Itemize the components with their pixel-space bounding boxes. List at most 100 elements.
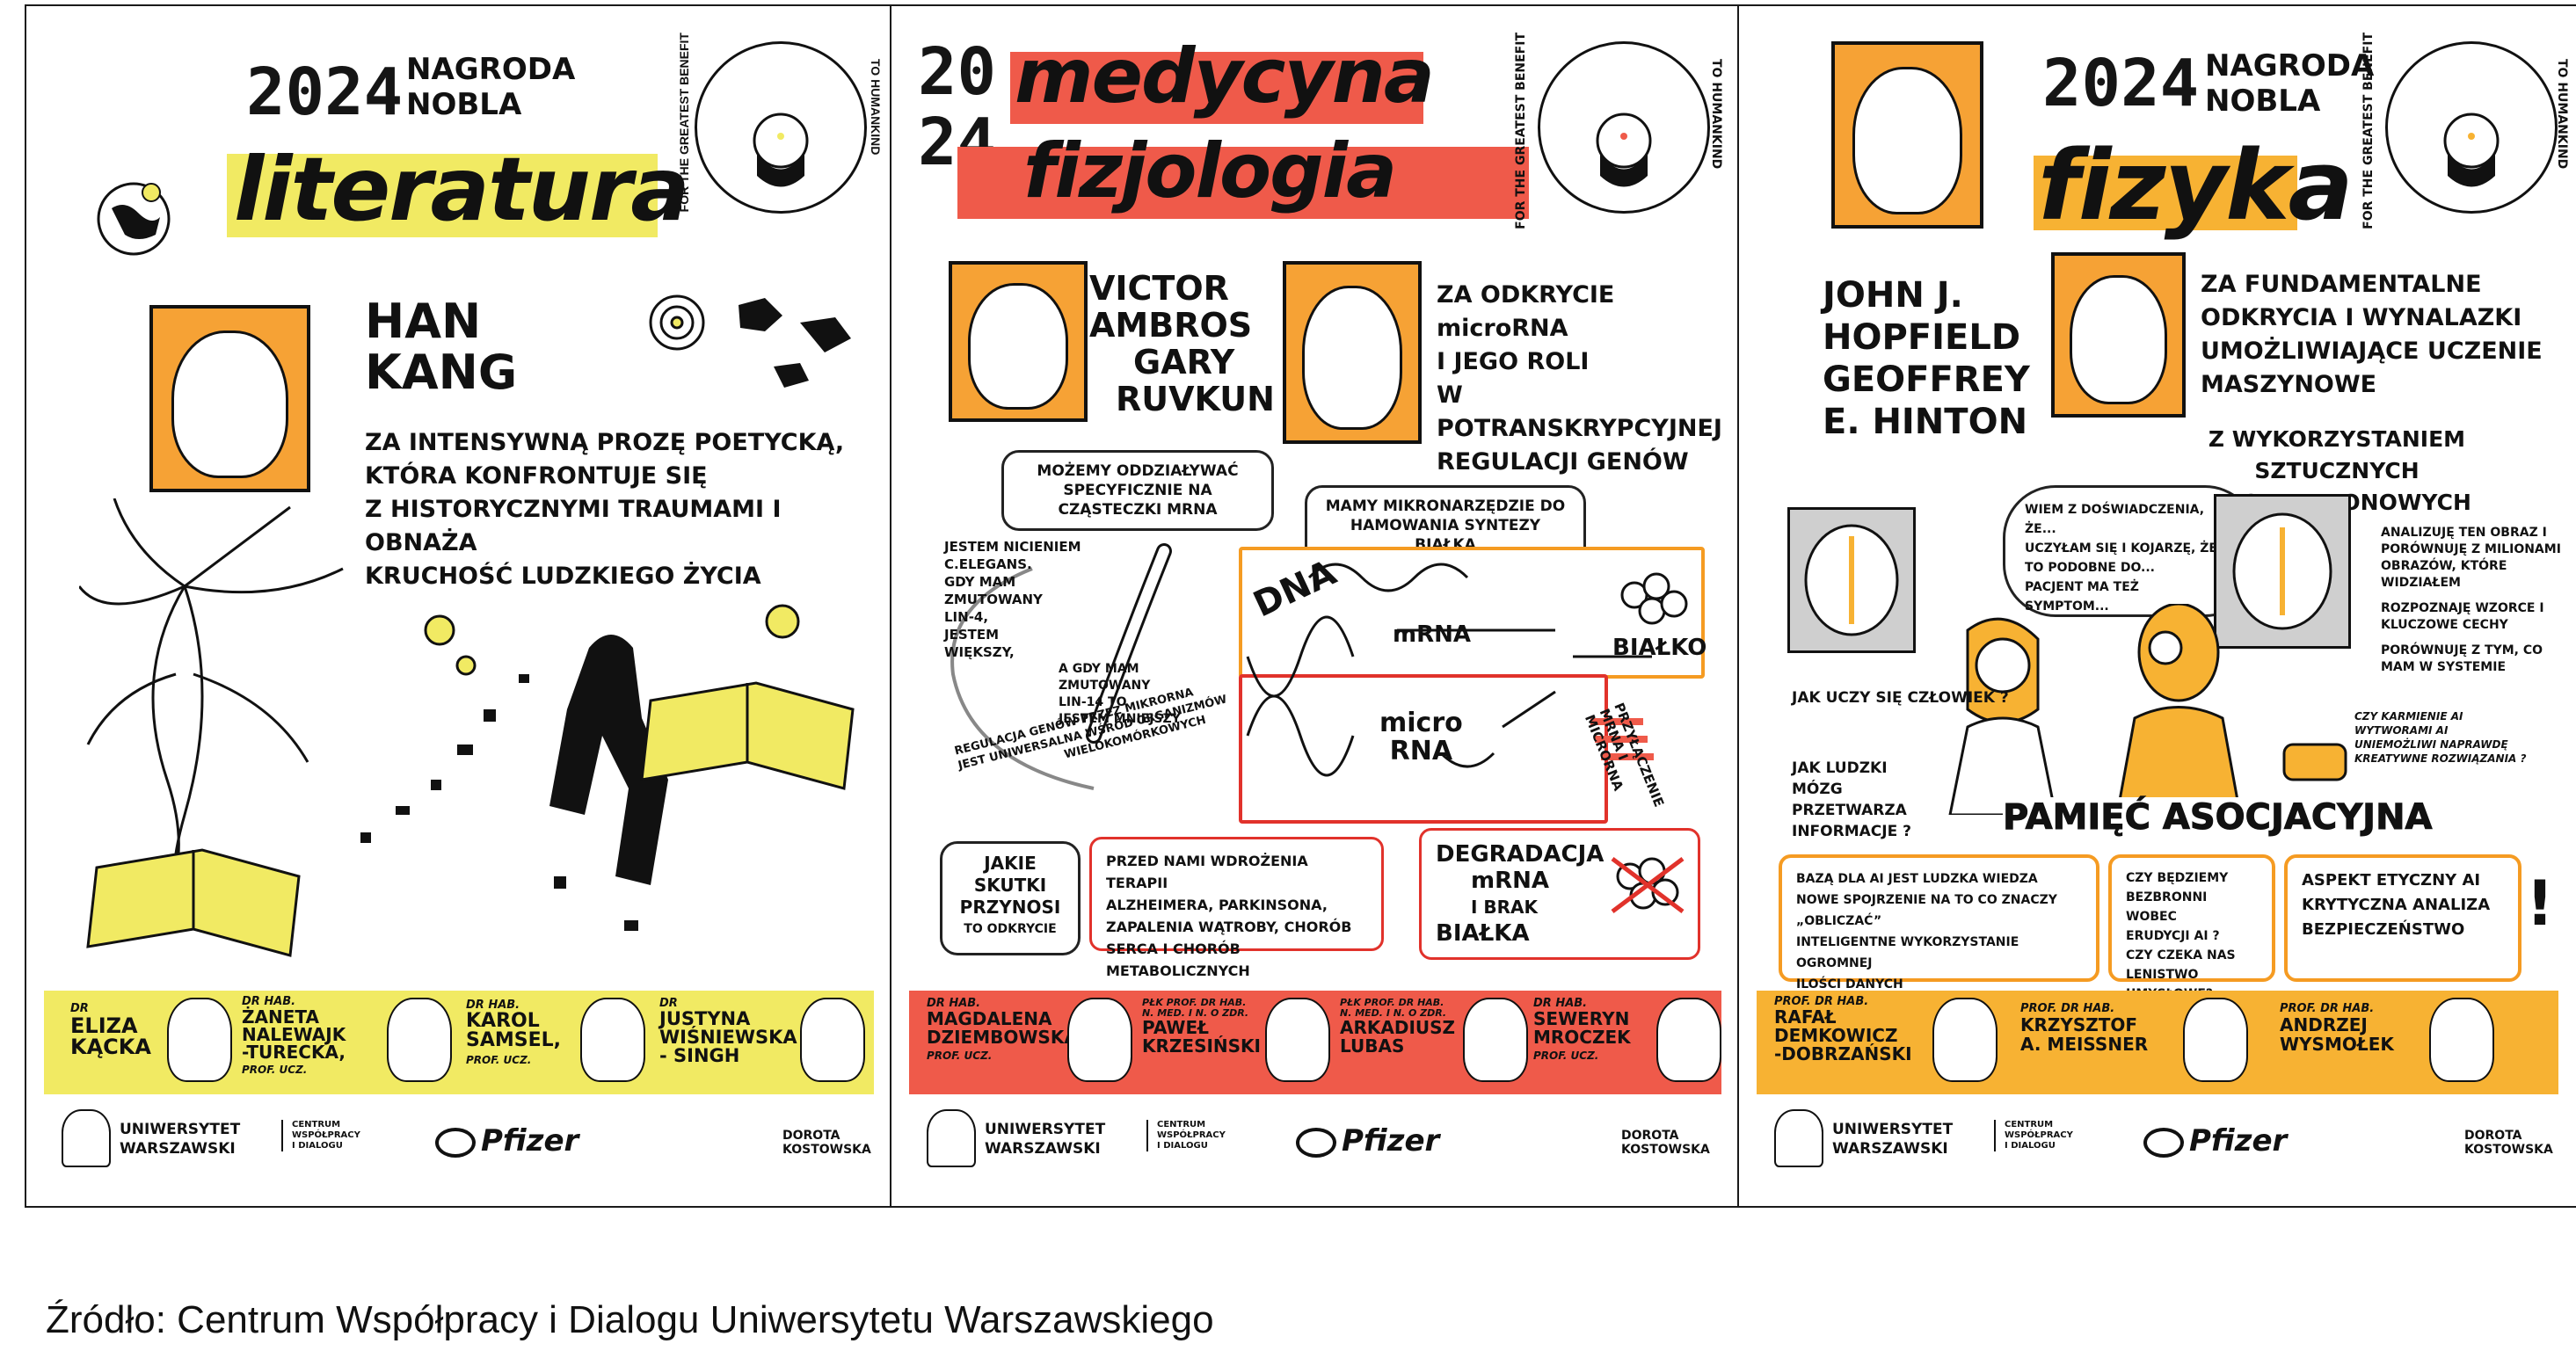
source-caption: Źródło: Centrum Współpracy i Dialogu Uni… [46,1298,1214,1341]
dorota-kostowska-logo: DOROTA KOSTOWSKA [782,1129,871,1157]
laureate-description: ZA FUNDAMENTALNE ODKRYCIA I WYNALAZKI UM… [2201,271,2543,398]
bialko-label: BIAŁKO [1612,635,1707,661]
expert-portrait [1067,998,1132,1082]
laureate-name: HAN KANG [365,294,518,400]
expert-portrait [1932,998,1997,1082]
pamiec-asocjacyjna-title: PAMIĘĆ ASOCJACYJNA [2003,797,2433,839]
pfizer-icon [1296,1127,1336,1158]
dorota-kostowska-logo: DOROTA KOSTOWSKA [2464,1129,2553,1157]
poster-title-line1: medycyna [1015,33,1435,120]
exclamation-icon: ! [2526,868,2554,940]
pfizer-icon [2143,1127,2184,1158]
expert-card: PŁK PROF. DR HAB. N. MED. I N. O ZDR. PA… [1142,991,1330,1094]
nobel-medal-seal [2385,41,2558,214]
uw-eagle-logo [1774,1109,1823,1167]
laureate-portrait [1831,41,1983,229]
therapies-box: PRZED NAMI WDROŻENIA TERAPII ALZHEIMERA,… [1089,837,1384,979]
poster-medycyna: 20 24 medycyna fizjologia FOR THE GREATE… [890,4,1741,1208]
uw-eagle-logo [62,1109,111,1167]
poster-footer: UNIWERSYTET WARSZAWSKI CENTRUM WSPÓŁPRAC… [62,1109,871,1180]
expert-portrait [800,998,865,1082]
laureate-description: ZA ODKRYCIE microRNA I JEGO ROLI W POTRA… [1437,281,1722,476]
experts-strip: DR HAB. MAGDALENA DZIEMBOWSKA PROF. UCZ.… [909,991,1721,1094]
question-note: JAK LUDZKI MÓZG PRZETWARZA INFORMACJE ? [1792,759,1911,840]
pfizer-logo: Pfizer [1296,1123,1439,1159]
ai-knowledge-box: BAZĄ DLA AI JEST LUDZKA WIEDZA NOWE SPOJ… [1779,854,2099,991]
seal-text-left: FOR THE GREATEST BENEFIT [1514,33,1528,229]
laureate-portrait [2051,252,2186,418]
face-drawing [1302,286,1402,430]
centrum-label: CENTRUM WSPÓŁPRACY I DIALOGU [1146,1120,1226,1151]
expert-card: DR HAB. ŻANETA NALEWAJK -TURECKA, PROF. … [242,991,453,1094]
uw-name: UNIWERSYTET WARSZAWSKI [985,1121,1106,1158]
centrum-label: CENTRUM WSPÓŁPRACY I DIALOGU [1994,1120,2073,1151]
worm-illustration [950,543,1172,790]
uw-name: UNIWERSYTET WARSZAWSKI [120,1121,241,1158]
crossed-protein-icon [1611,857,1685,913]
ai-notes: ANALIZUJĘ TEN OBRAZ I PORÓWNUJĘ Z MILION… [2381,526,2561,674]
dna-diagram [1246,563,1688,777]
ai-ethics-box: ASPEKT ETYCZNY AI KRYTYCZNA ANALIZA BEZP… [2284,854,2521,982]
poster-literatura: 2024 NAGRODA NOBLA literatura FOR THE GR… [25,4,893,1208]
expert-portrait [2429,998,2494,1082]
expert-card: DR HAB. KAROL SAMSEL, PROF. UCZ. [466,991,651,1094]
uw-name: UNIWERSYTET WARSZAWSKI [1832,1121,1954,1158]
seal-text-left: FOR THE GREATEST BENEFIT [2361,33,2376,229]
expert-portrait [1656,998,1721,1082]
laureate-names: JOHN J. HOPFIELD GEOFFREY E. HINTON [1823,275,2030,442]
laureate-portrait [949,261,1088,422]
seal-text-left: FOR THE GREATEST BENEFIT [677,33,691,213]
ai-questions-box: CZY BĘDZIEMY BEZBRONNI WOBEC ERUDYCJI AI… [2108,854,2275,1001]
brain-scan-image [2214,494,2351,649]
poster-footer: UNIWERSYTET WARSZAWSKI CENTRUM WSPÓŁPRAC… [1774,1109,2553,1180]
seal-text-right: TO HUMANKIND [869,59,883,156]
poster-fizyka: 2024 NAGRODA NOBLA fizyka FOR THE GREATE… [1737,4,2576,1208]
expert-portrait [580,998,645,1082]
centrum-label: CENTRUM WSPÓŁPRACY I DIALOGU [281,1120,360,1151]
expert-portrait [1463,998,1528,1082]
nobel-medal-seal [695,41,867,214]
pfizer-icon [435,1127,476,1158]
uw-eagle-logo [927,1109,976,1167]
title-highlight [957,147,1529,219]
globe-icon [90,173,178,261]
laureate-description: ZA INTENSYWNĄ PROZĘ POETYCKĄ, KTÓRA KONF… [365,429,845,590]
face-drawing [2070,274,2167,405]
expert-card: PROF. DR HAB. ANDRZEJ WYSMOŁEK [2280,991,2526,1094]
expert-portrait [1265,998,1330,1082]
expert-card: PROF. DR HAB. RAFAŁ DEMKOWICZ -DOBRZAŃSK… [1757,991,2003,1094]
swirl-decoration [649,294,851,388]
laureate-portrait [1283,261,1422,444]
poster-title: fizyka [2038,129,2354,242]
expert-card: DR HAB. MAGDALENA DZIEMBOWSKA PROF. UCZ. [909,991,1132,1094]
mrna-label: mRNA [1393,621,1471,648]
expert-card: DR HAB. SEWERYN MROCZEK PROF. UCZ. [1533,991,1721,1094]
poster-year: 2024 [246,54,404,130]
title-highlight [2034,156,2297,230]
seal-text-right: TO HUMANKIND [1709,59,1723,170]
expert-card: DR JUSTYNA WIŚNIEWSKA - SINGH [659,991,870,1094]
expert-card: PROF. DR HAB. KRZYSZTOF A. MEISSNER [2020,991,2267,1094]
doctor-and-robot-illustration [1948,604,2347,815]
brain-scan-image [1787,507,1916,653]
speech-bubble: MOŻEMY ODDZIAŁYWAĆ SPECYFICZNIE NA CZĄST… [1001,450,1274,531]
title-highlight [1010,52,1423,124]
experts-strip: DR ELIZA KĄCKA DR HAB. ŻANETA NALEWAJK -… [44,991,874,1094]
ai-feed-note: CZY KARMIENIE AI WYTWORAMI AI UNIEMOŻLIW… [2354,710,2527,765]
laureate-portrait [149,305,310,492]
expert-portrait [2183,998,2248,1082]
poster-year: 2024 [2042,46,2200,121]
experts-strip: PROF. DR HAB. RAFAŁ DEMKOWICZ -DOBRZAŃSK… [1757,991,2558,1094]
seal-text-right: TO HUMANKIND [2555,59,2569,170]
title-highlight [227,154,658,237]
microrna-label: micro RNA [1379,708,1463,766]
poster-title: literatura [234,138,690,241]
face-drawing [171,330,288,478]
dorota-kostowska-logo: DOROTA KOSTOWSKA [1621,1129,1710,1157]
expert-card: DR ELIZA KĄCKA [44,991,237,1094]
question-note: JAK UCZY SIĘ CZŁOWIEK ? [1792,689,2009,707]
expert-card: PŁK PROF. DR HAB. N. MED. I N. O ZDR. AR… [1340,991,1528,1094]
poster-footer: UNIWERSYTET WARSZAWSKI CENTRUM WSPÓŁPRAC… [927,1109,1710,1180]
poster-title-line2: fizjologia [1023,127,1397,215]
pfizer-logo: Pfizer [435,1123,579,1159]
